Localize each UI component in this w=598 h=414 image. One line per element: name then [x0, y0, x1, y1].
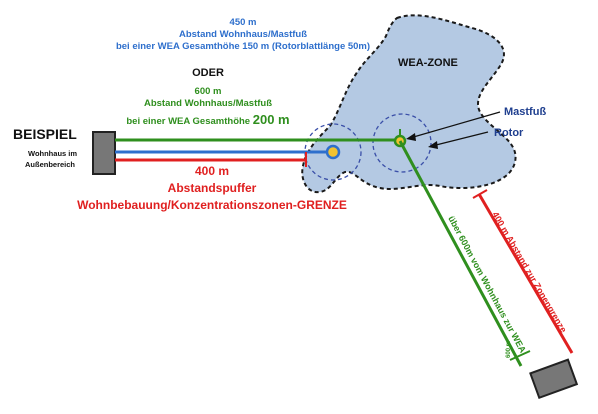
mastfuss-arrow [409, 111, 501, 139]
red-title-400m: 400 m [195, 164, 229, 178]
house-icon [92, 131, 116, 175]
rotor-label: Rotor [494, 127, 524, 139]
beispiel-line2: Außenbereich [25, 160, 75, 169]
green-value-200m: 200 m [253, 112, 290, 127]
mastfuss-arrowhead [406, 133, 416, 141]
green-line-gesamthoehe-prefix: bei einer WEA Gesamthöhe [126, 116, 250, 127]
diagonal-green-end-tick [509, 350, 531, 361]
beispiel-title: BEISPIEL [13, 126, 77, 142]
rotor-arrow [431, 131, 489, 147]
beispiel-line1: Wohnhaus im [28, 149, 77, 158]
red-line-abstandspuffer: Abstandspuffer [168, 181, 257, 195]
green-line-gesamthoehe: bei einer WEA Gesamthöhe 200 m [126, 112, 289, 127]
diagonal-green-small-label: 600 m [506, 341, 512, 358]
diagonal-red-400m [477, 193, 574, 354]
wea-zone-area [301, 14, 517, 194]
house-2-icon [529, 358, 579, 400]
diagonal-green-label: über 600m vom Wohnhaus zur WEA [446, 214, 528, 355]
oder-label: ODER [192, 67, 224, 79]
diagonal-red-start-tick [472, 189, 488, 199]
blue-title-450m: 450 m [230, 17, 257, 28]
rotor-circle-right [372, 113, 432, 173]
mastfuss-label: Mastfuß [504, 106, 546, 118]
diagonal-green-600m [398, 140, 523, 367]
green-line-abstand: Abstand Wohnhaus/Mastfuß [144, 98, 272, 109]
red-line-grenze: Wohnbebauung/Konzentrationszonen-GRENZE [77, 198, 347, 212]
wea-zone-label: WEA-ZONE [398, 57, 458, 69]
blue-line-gesamthoehe: bei einer WEA Gesamthöhe 150 m (Rotorbla… [116, 41, 370, 52]
rotor-arrowhead [428, 141, 438, 149]
green-title-600m: 600 m [195, 86, 222, 97]
blue-line-abstand: Abstand Wohnhaus/Mastfuß [179, 29, 307, 40]
turbine-left-icon [325, 144, 341, 160]
